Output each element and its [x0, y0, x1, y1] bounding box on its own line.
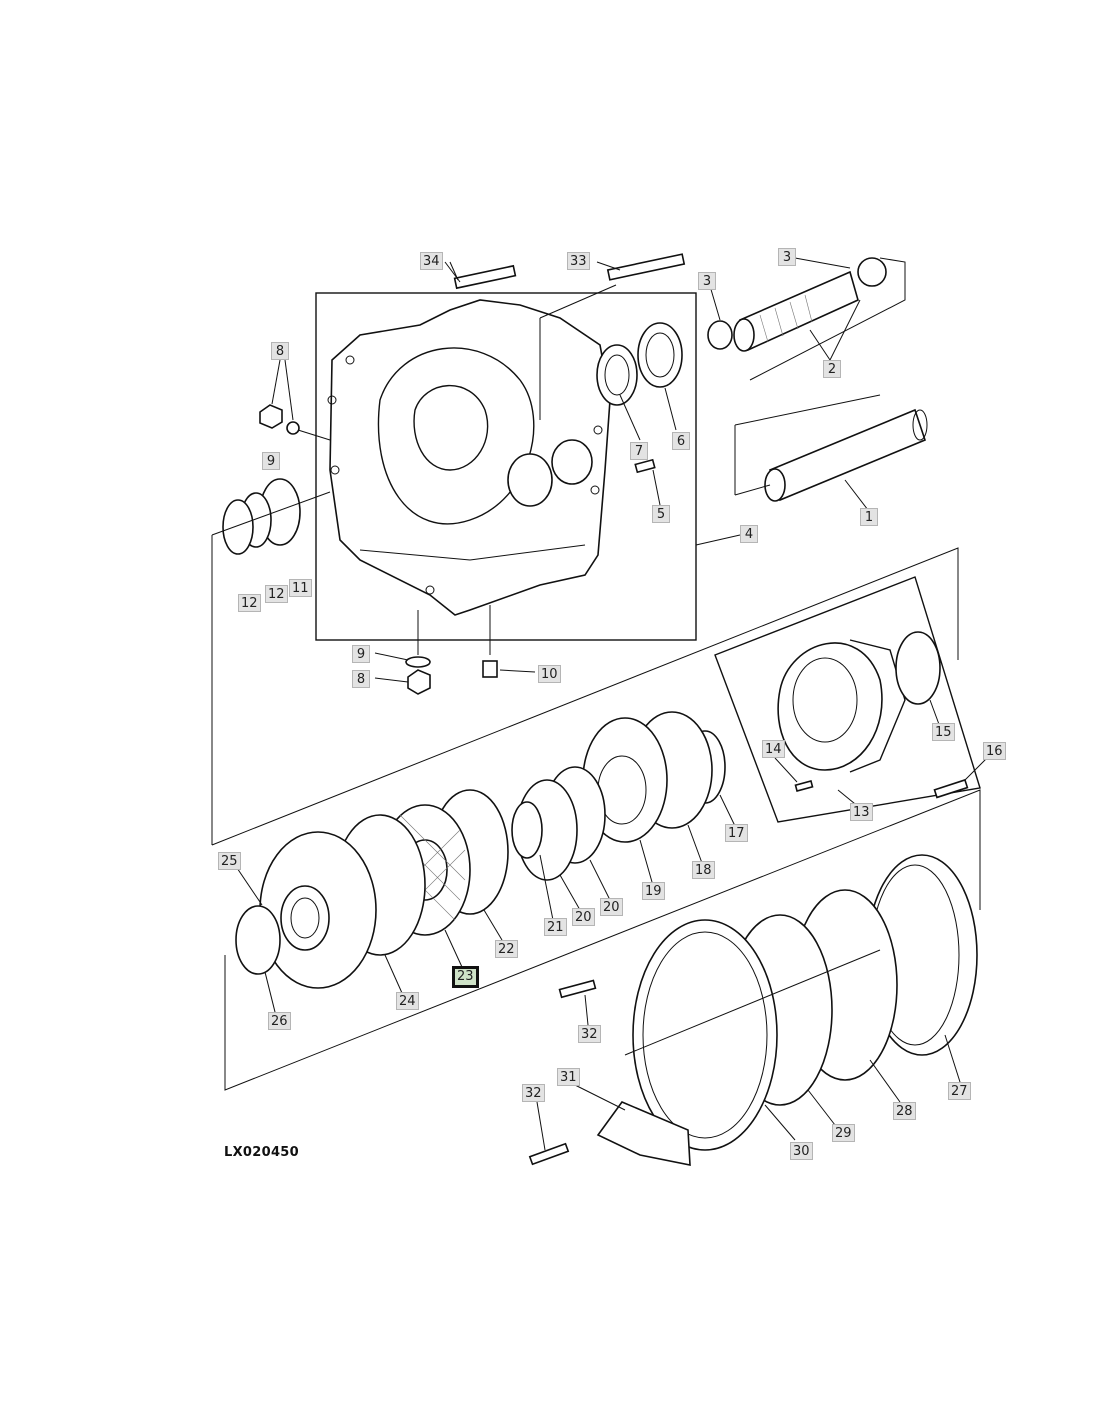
bolt-16 — [933, 778, 969, 799]
seal-26 — [235, 905, 281, 975]
input-shaft-1 — [764, 408, 928, 502]
transmission-housing — [327, 299, 611, 616]
callout-11[interactable]: 11 — [289, 579, 312, 597]
bolt-32b — [528, 1142, 570, 1166]
figure-code: LX020450 — [224, 1145, 299, 1160]
seal-12b — [222, 499, 254, 555]
callout-7[interactable]: 7 — [630, 442, 648, 460]
callout-19[interactable]: 19 — [642, 882, 665, 900]
gear-shaft-2 — [733, 270, 859, 352]
bolt-32a — [558, 979, 597, 999]
callout-28[interactable]: 28 — [893, 1102, 916, 1120]
callout-3-sleeve[interactable]: 3 — [698, 272, 716, 290]
callout-14[interactable]: 14 — [762, 740, 785, 758]
callout-13[interactable]: 13 — [850, 803, 873, 821]
ring-15 — [895, 631, 941, 705]
callout-9-lower[interactable]: 9 — [352, 645, 370, 663]
callout-3-sleeve-rear[interactable]: 3 — [778, 248, 796, 266]
piston-frame-13 — [714, 576, 981, 823]
callout-24[interactable]: 24 — [396, 992, 419, 1010]
washer-9 — [286, 421, 300, 435]
pin-5 — [634, 458, 656, 474]
callout-12-inner[interactable]: 12 — [265, 585, 288, 603]
washer-9-lower — [405, 656, 431, 668]
sleeve-3b — [857, 257, 887, 287]
callout-25[interactable]: 25 — [218, 852, 241, 870]
callout-32-lower[interactable]: 32 — [522, 1084, 545, 1102]
callout-2[interactable]: 2 — [823, 360, 841, 378]
callout-6[interactable]: 6 — [672, 432, 690, 450]
callout-15[interactable]: 15 — [932, 723, 955, 741]
callout-27[interactable]: 27 — [948, 1082, 971, 1100]
plug-10 — [482, 660, 498, 678]
pin-14 — [794, 780, 814, 792]
callout-31[interactable]: 31 — [557, 1068, 580, 1086]
callout-33[interactable]: 33 — [567, 252, 590, 270]
callout-5[interactable]: 5 — [652, 505, 670, 523]
callout-21[interactable]: 21 — [544, 918, 567, 936]
callout-10[interactable]: 10 — [538, 665, 561, 683]
callout-22[interactable]: 22 — [495, 940, 518, 958]
callout-30[interactable]: 30 — [790, 1142, 813, 1160]
callout-34[interactable]: 34 — [420, 252, 443, 270]
plug-8-lower — [407, 669, 431, 695]
bearing-cone-7 — [596, 344, 638, 406]
callout-17[interactable]: 17 — [725, 824, 748, 842]
callout-29[interactable]: 29 — [832, 1124, 855, 1142]
bearing-cup-6 — [637, 322, 683, 388]
callout-9-upper[interactable]: 9 — [262, 452, 280, 470]
housing-frame — [315, 292, 697, 641]
callout-26[interactable]: 26 — [268, 1012, 291, 1030]
callout-4[interactable]: 4 — [740, 525, 758, 543]
callout-23-selected[interactable]: 23 — [452, 966, 479, 988]
callout-1[interactable]: 1 — [860, 508, 878, 526]
callout-32-upper[interactable]: 32 — [578, 1025, 601, 1043]
backing-plate-25 — [259, 831, 377, 989]
callout-8-lower[interactable]: 8 — [352, 670, 370, 688]
housing-ring-30 — [632, 919, 778, 1151]
bolt-34 — [449, 261, 517, 290]
callout-8-upper[interactable]: 8 — [271, 342, 289, 360]
bracket-31 — [596, 1101, 691, 1166]
plug-8 — [259, 404, 283, 429]
callout-20-outer[interactable]: 20 — [600, 898, 623, 916]
piston-housing-13 — [777, 639, 906, 773]
bolt-33 — [606, 253, 686, 281]
snap-ring-21 — [511, 801, 543, 859]
callout-12-outer[interactable]: 12 — [238, 594, 261, 612]
callout-16[interactable]: 16 — [983, 742, 1006, 760]
sleeve-3a — [707, 320, 733, 350]
callout-20-inner[interactable]: 20 — [572, 908, 595, 926]
callout-18[interactable]: 18 — [692, 861, 715, 879]
